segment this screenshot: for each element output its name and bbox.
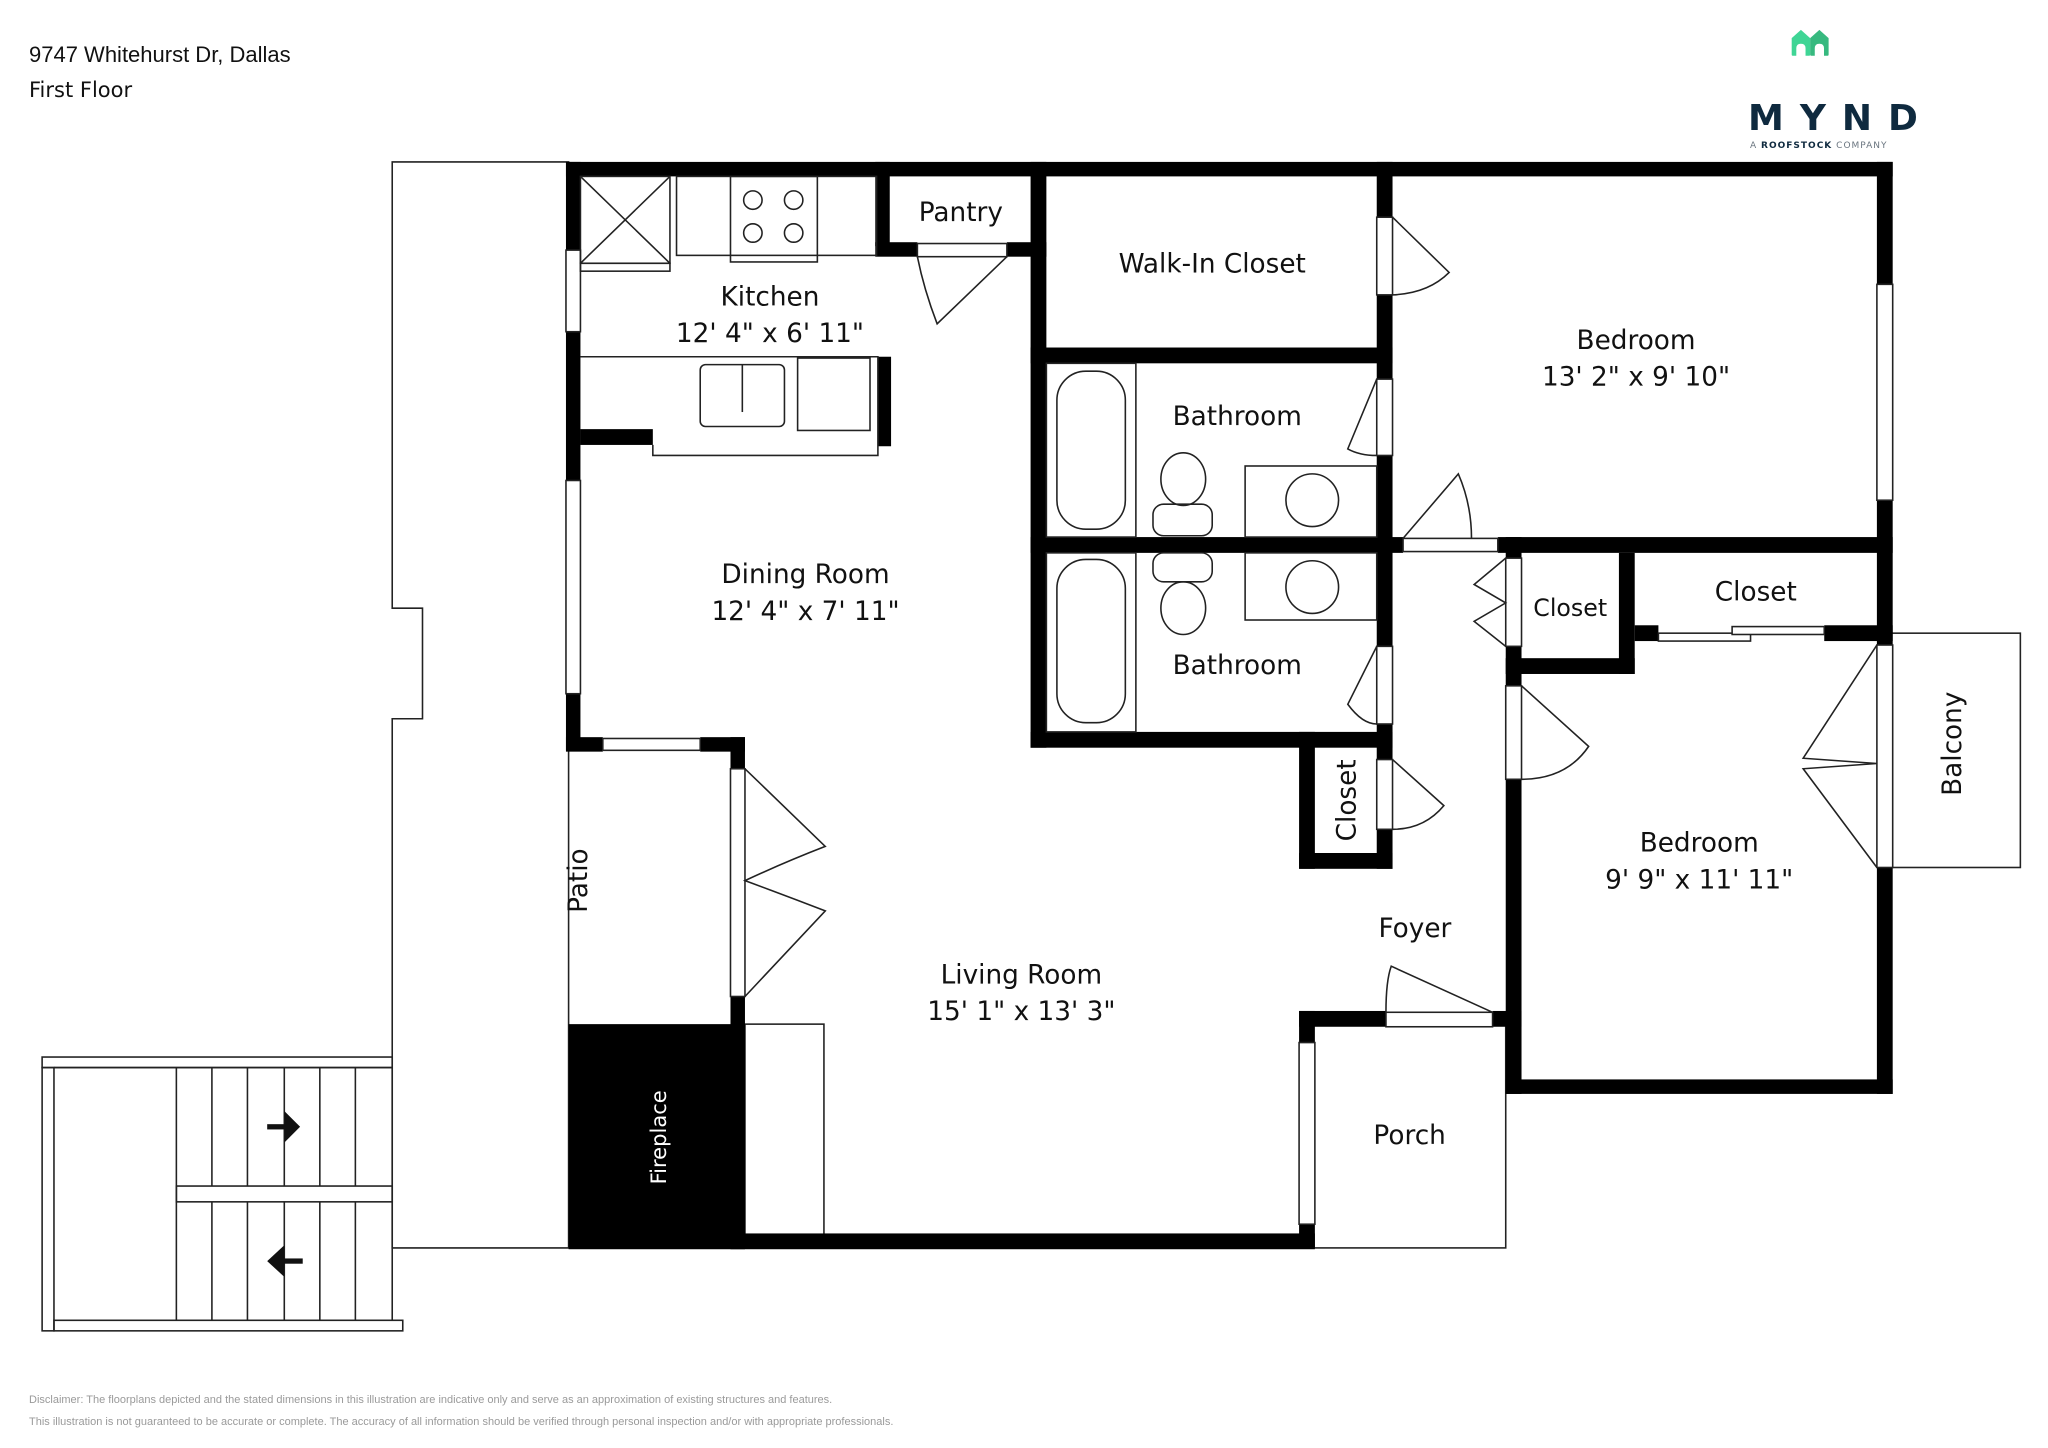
mynd-house-logo-icon <box>1791 29 1829 56</box>
room-label-bathroom-2: Bathroom <box>1173 651 1302 681</box>
bathroom-fixtures <box>1045 362 1378 733</box>
room-dims-bedroom-2: 9' 9" x 11' 11" <box>1605 866 1793 896</box>
hearth <box>744 1023 825 1236</box>
fireplace <box>568 1024 745 1250</box>
logo-wordmark: MYND <box>1748 98 1934 139</box>
disclaimer-line-1: Disclaimer: The floorplans depicted and … <box>29 1394 833 1406</box>
room-label-foyer: Foyer <box>1378 914 1451 944</box>
room-label-balcony: Balcony <box>1938 692 1968 796</box>
property-address: 9747 Whitehurst Dr, Dallas <box>29 42 291 67</box>
disclaimer-line-2: This illustration is not guaranteed to b… <box>29 1416 894 1428</box>
room-dims-living-room: 15' 1" x 13' 3" <box>927 997 1115 1027</box>
room-dims-kitchen: 12' 4" x 6' 11" <box>676 319 864 349</box>
room-label-living-room: Living Room <box>941 960 1103 990</box>
patio-outline <box>391 161 570 1249</box>
room-label-closet-hall: Closet <box>1533 594 1607 622</box>
room-label-patio: Patio <box>564 848 594 913</box>
room-label-closet-bedroom: Closet <box>1715 577 1797 607</box>
room-label-kitchen: Kitchen <box>721 282 820 312</box>
stair-arrows <box>267 1111 303 1277</box>
walls <box>565 161 1893 1250</box>
room-label-bathroom-1: Bathroom <box>1173 402 1302 432</box>
room-label-porch: Porch <box>1373 1121 1445 1151</box>
logo-tagline: A ROOFSTOCK COMPANY <box>1750 141 1888 151</box>
kitchen-fixtures <box>579 175 879 457</box>
room-dims-dining-room: 12' 4" x 7' 11" <box>711 597 899 627</box>
room-label-bedroom-2: Bedroom <box>1640 829 1759 859</box>
room-label-walk-in-closet: Walk-In Closet <box>1119 249 1306 279</box>
room-label-fireplace: Fireplace <box>646 1090 671 1184</box>
room-label-pantry: Pantry <box>919 198 1003 228</box>
stairs <box>41 1056 404 1332</box>
floor-label: First Floor <box>29 78 133 102</box>
room-label-closet-living: Closet <box>1333 759 1363 841</box>
room-label-bedroom-1: Bedroom <box>1577 326 1696 356</box>
room-dims-bedroom-1: 13' 2" x 9' 10" <box>1542 363 1730 393</box>
room-label-dining-room: Dining Room <box>721 560 889 590</box>
